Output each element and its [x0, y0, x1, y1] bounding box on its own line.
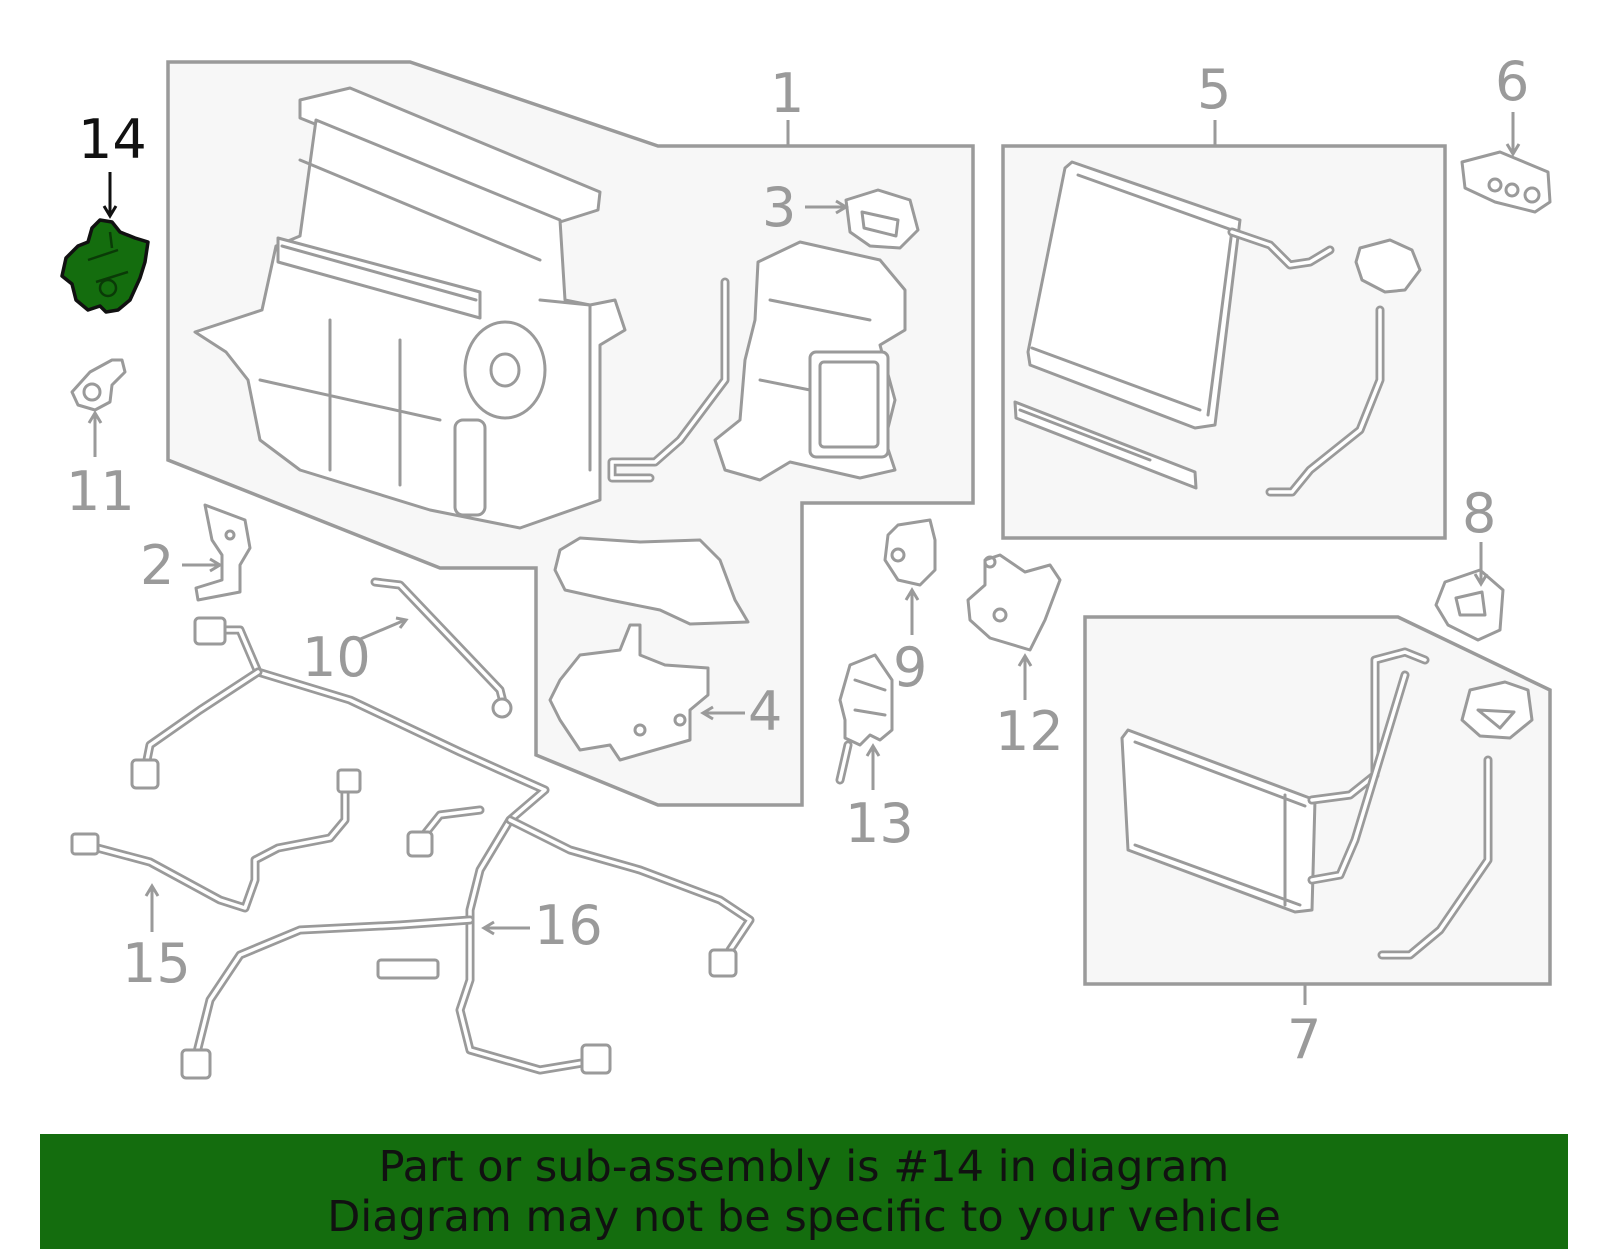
- callout-2: 2: [140, 534, 174, 597]
- harness-part-15[interactable]: [70, 768, 362, 913]
- heater-housing-part[interactable]: [193, 86, 627, 530]
- callout-10: 10: [302, 626, 371, 689]
- parts-diagram: 1 2 3 4 5 6 7 8 9 10 11 12 13 14 15 16: [60, 50, 1552, 1080]
- bracket-part-12[interactable]: [966, 553, 1062, 652]
- banner-line-1: Part or sub-assembly is #14 in diagram: [378, 1142, 1230, 1192]
- callout-1: 1: [770, 62, 804, 125]
- sensor-part-11[interactable]: [70, 358, 127, 412]
- blower-motor-part-14[interactable]: [60, 218, 150, 314]
- grommet-part-6[interactable]: [1460, 150, 1552, 214]
- heater-core-part-7[interactable]: [1120, 647, 1534, 960]
- duct-part-4[interactable]: [548, 536, 750, 762]
- callout-16: 16: [534, 894, 603, 957]
- seal-part-8[interactable]: [1434, 568, 1505, 642]
- evaporator-part-5[interactable]: [1013, 160, 1422, 497]
- pipe-part-10[interactable]: [370, 577, 513, 719]
- drain-pipe-part[interactable]: [607, 277, 730, 483]
- callout-7: 7: [1287, 1008, 1321, 1071]
- callout-3: 3: [762, 176, 796, 239]
- callout-12: 12: [995, 700, 1064, 763]
- callout-6: 6: [1495, 50, 1529, 113]
- sensor-part-9[interactable]: [883, 518, 937, 587]
- callout-5: 5: [1197, 58, 1231, 121]
- callout-13: 13: [845, 792, 914, 855]
- actuator-part-13[interactable]: [835, 653, 894, 785]
- callout-9: 9: [893, 636, 927, 699]
- callout-14: 14: [78, 108, 147, 171]
- callout-15: 15: [122, 932, 191, 995]
- harness-part-16[interactable]: [130, 616, 755, 1080]
- leader-lines: [87, 112, 1521, 1005]
- callout-11: 11: [66, 460, 135, 523]
- bracket-part-2[interactable]: [194, 503, 252, 602]
- info-banner: Part or sub-assembly is #14 in diagram D…: [40, 1134, 1568, 1249]
- seal-part-3[interactable]: [844, 188, 920, 250]
- blower-case-part[interactable]: [713, 240, 907, 482]
- banner-line-2: Diagram may not be specific to your vehi…: [327, 1192, 1281, 1242]
- callout-4: 4: [748, 680, 782, 743]
- callout-8: 8: [1462, 482, 1496, 545]
